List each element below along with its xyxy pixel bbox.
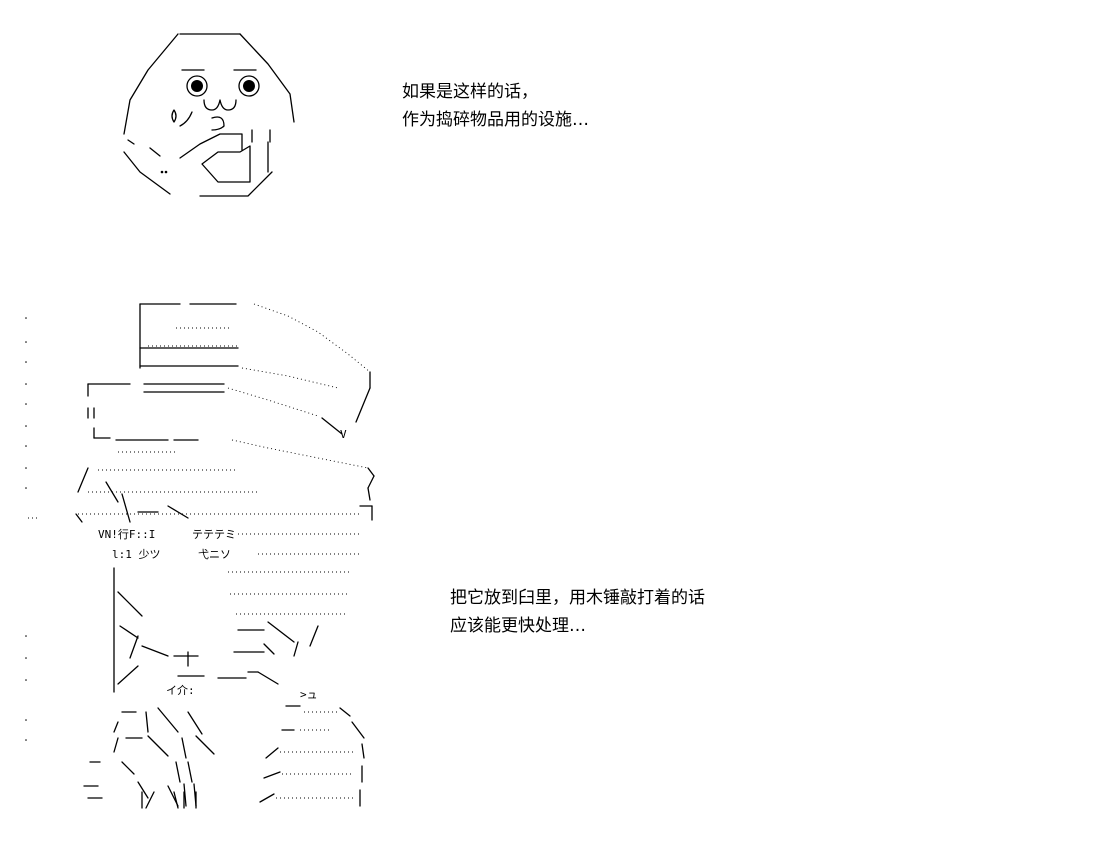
svg-text:弋ニソ: 弋ニソ (198, 548, 231, 561)
caption-top-line-1: 如果是这样的话， (402, 82, 538, 102)
face-fragments: VN!行F::I テテテミ l:1 少ツ 弋ニソ イ介: >ュ (98, 528, 318, 701)
hat-figure-ascii-art: V (25, 303, 375, 809)
body (113, 567, 352, 693)
hand (179, 133, 243, 159)
caption-top: 如果是这样的话， 作为捣碎物品用的设施… (402, 78, 589, 134)
right-eye (238, 75, 260, 97)
caption-bottom-line-2: 应该能更快处理… (450, 616, 586, 636)
hair (75, 451, 373, 555)
margin-dots (25, 317, 40, 741)
caption-bottom: 把它放到臼里，用木锤敲打着的话 应该能更快处理… (450, 584, 705, 640)
svg-text:>ュ: >ュ (300, 688, 318, 701)
svg-text:V: V (340, 428, 347, 441)
svg-text:イ介:: イ介: (166, 684, 195, 697)
hat: V (87, 303, 375, 501)
svg-text:VN!行F::I: VN!行F::I (98, 528, 155, 541)
svg-text:テテテミ: テテテミ (192, 528, 236, 541)
face-ascii-art (123, 33, 295, 197)
svg-text:l:1 少ツ: l:1 少ツ (112, 548, 161, 561)
caption-bottom-line-1: 把它放到臼里，用木锤敲打着的话 (450, 588, 705, 608)
legs (83, 705, 365, 809)
mouth (203, 99, 237, 111)
left-eye (186, 75, 208, 97)
caption-top-line-2: 作为捣碎物品用的设施… (402, 110, 589, 130)
